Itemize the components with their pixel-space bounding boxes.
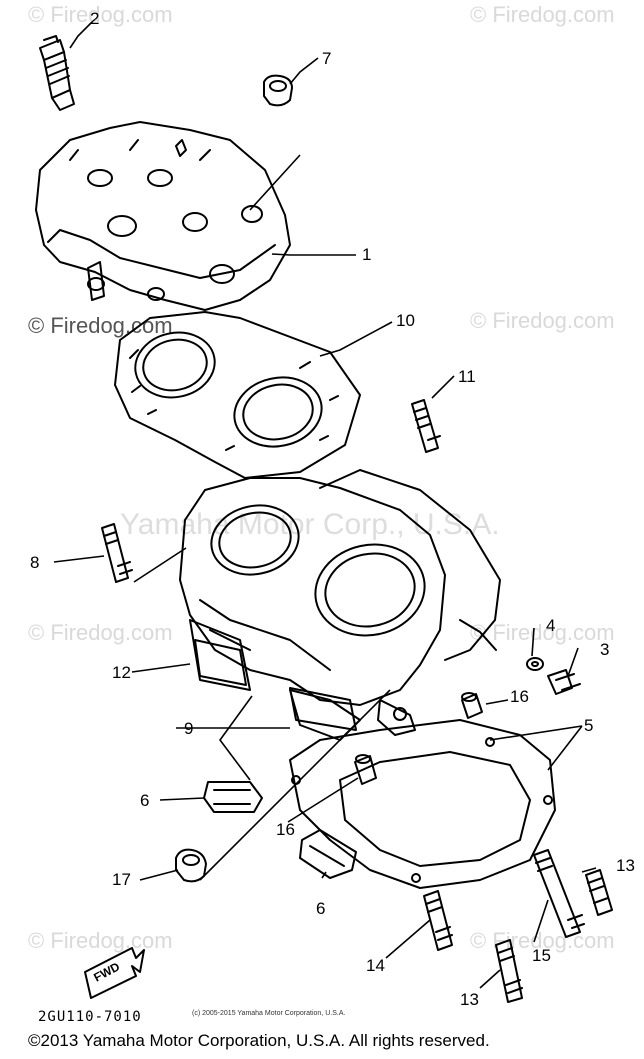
exhaust-joint[interactable] [289, 687, 357, 731]
copyright-footer: ©2013 Yamaha Motor Corporation, U.S.A. A… [28, 1031, 490, 1050]
callout-label: 13 [460, 990, 479, 1009]
washer[interactable] [526, 657, 544, 671]
callout-label: 8 [30, 553, 39, 572]
cover-plate[interactable] [299, 829, 357, 879]
callout-label: 11 [458, 367, 476, 386]
exhaust-joint[interactable] [194, 639, 247, 686]
callout-label: 5 [584, 716, 594, 735]
callout-label: 7 [322, 49, 331, 68]
callout-label: 13 [616, 856, 635, 875]
callout-label: 2 [90, 9, 99, 28]
callout-label: 12 [112, 663, 131, 682]
cap-nut[interactable] [263, 74, 293, 107]
watermark: © Firedog.com [470, 308, 615, 333]
watermark: © Firedog.com [470, 2, 615, 27]
watermark: © Firedog.com [28, 313, 173, 338]
stud-bolt[interactable] [585, 869, 613, 916]
stud-bolt[interactable] [423, 890, 453, 951]
bolt[interactable] [547, 669, 581, 695]
drawing-code: 2GU110-7010 [38, 1009, 142, 1025]
callout-label: 16 [510, 687, 529, 706]
cylinder-head-gasket[interactable] [114, 311, 361, 479]
callout-label: 16 [276, 820, 295, 839]
cylinder-head[interactable] [35, 121, 291, 311]
cover-plate[interactable] [203, 781, 263, 813]
stud-bolt[interactable] [495, 939, 523, 1003]
callout-label: 3 [600, 640, 610, 659]
callout-label: 15 [532, 946, 551, 965]
callout-label: 14 [366, 956, 385, 975]
stud-bolt[interactable] [101, 523, 133, 583]
callout-label: 17 [112, 870, 131, 889]
watermark: © Firedog.com [28, 928, 173, 953]
spark-plug[interactable] [39, 35, 75, 111]
watermark: © Firedog.com [28, 620, 173, 645]
cylinder-block[interactable] [179, 469, 501, 741]
cylinder-base-gasket[interactable] [289, 719, 556, 889]
callout-label: 6 [316, 899, 325, 918]
callout-label: 6 [140, 791, 149, 810]
callout-numbers: 1 2 11 8 7 6 6 10 9 12 [30, 9, 476, 918]
dowel-pin[interactable] [461, 692, 483, 719]
long-stud-bolt[interactable] [533, 849, 585, 938]
leader-lines [53, 21, 597, 989]
stud-bolt[interactable] [411, 399, 441, 453]
cap-nut[interactable] [175, 848, 207, 883]
callout-label: 10 [396, 311, 415, 330]
callout-label: 1 [362, 245, 371, 264]
watermark: © Firedog.com [470, 620, 615, 645]
tiny-copyright: (c) 2005-2015 Yamaha Motor Corporation, … [192, 1010, 346, 1017]
forward-arrow-icon [84, 947, 145, 999]
callout-label: 9 [184, 719, 193, 738]
dowel-pin[interactable] [354, 754, 377, 785]
watermark: © Firedog.com [28, 2, 173, 27]
watermark: © Firedog.com [470, 928, 615, 953]
callout-label: 4 [546, 616, 556, 635]
